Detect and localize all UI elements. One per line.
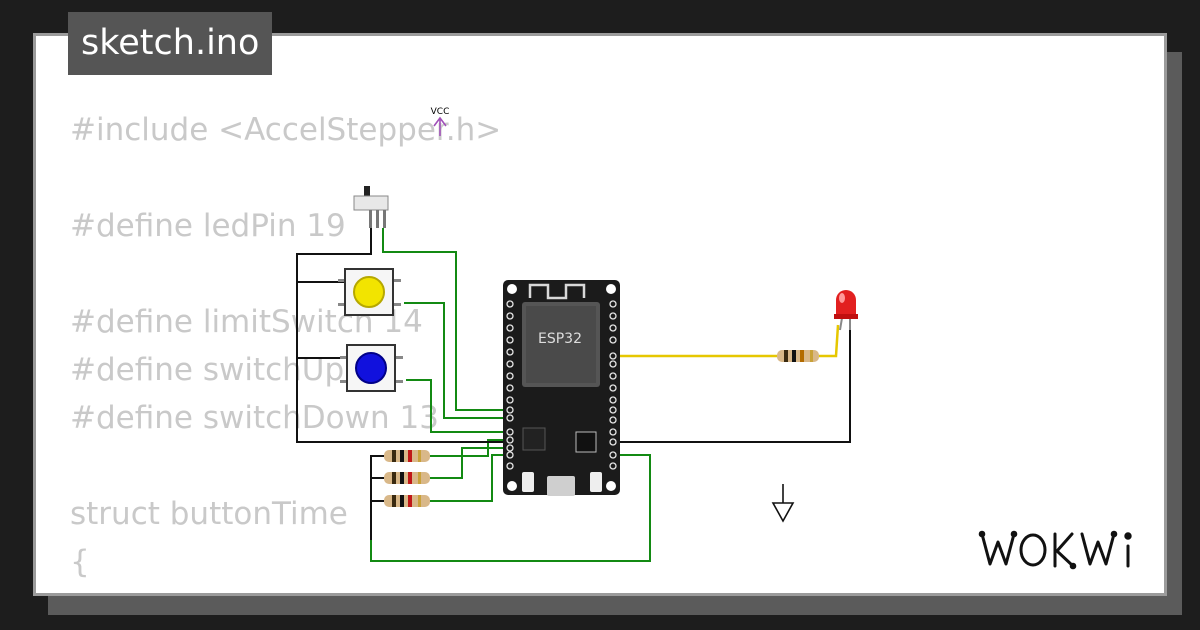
- slide-switch[interactable]: [353, 186, 389, 228]
- code-line: {: [70, 544, 90, 580]
- code-line: #define limitSwitch 14: [70, 304, 423, 340]
- code-line: #include <AccelStepper.h>: [70, 112, 502, 148]
- wire-yellow: [620, 324, 840, 358]
- board-label: ESP32: [538, 331, 582, 347]
- resistor[interactable]: [384, 450, 430, 462]
- wokwi-logo: [978, 530, 1132, 570]
- resistor[interactable]: [384, 495, 430, 507]
- vcc-symbol: VCC: [431, 107, 450, 136]
- pushbutton-blue[interactable]: [340, 344, 403, 392]
- resistor[interactable]: [384, 472, 430, 484]
- ground-symbol: [771, 484, 795, 523]
- esp32-board[interactable]: ESP32: [503, 280, 620, 496]
- pushbutton-yellow[interactable]: [338, 268, 401, 316]
- vcc-label: VCC: [431, 107, 450, 117]
- board-pins-right: [609, 300, 617, 470]
- code-line: #define ledPin 19: [70, 208, 346, 244]
- code-line: unsigned long pressTime;: [70, 586, 501, 593]
- board-pins-left: [506, 300, 514, 470]
- wires-black: [296, 228, 851, 540]
- wires-green: [370, 228, 651, 562]
- code-line: struct buttonTime: [70, 496, 348, 532]
- resistor-led[interactable]: [777, 350, 819, 362]
- led-red[interactable]: [834, 290, 858, 331]
- file-tab[interactable]: sketch.ino: [68, 12, 273, 75]
